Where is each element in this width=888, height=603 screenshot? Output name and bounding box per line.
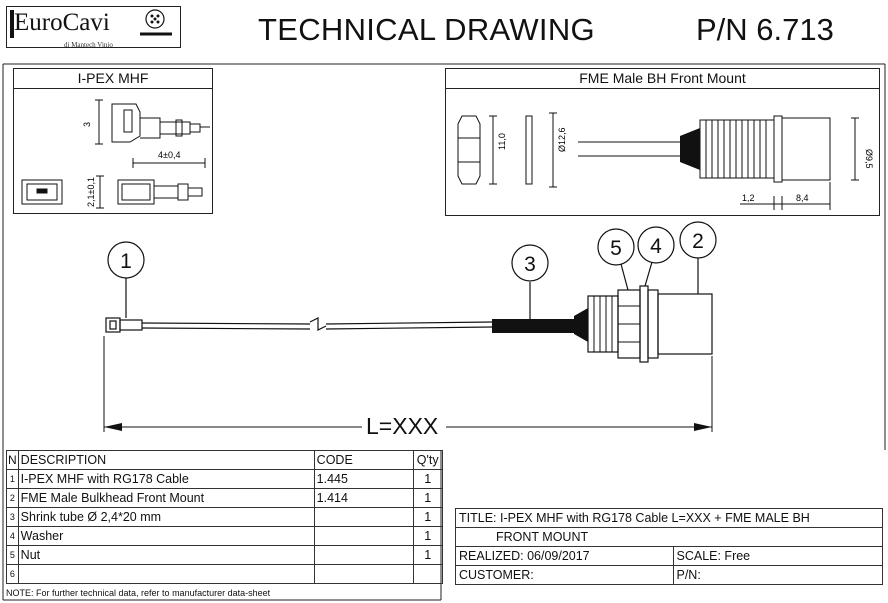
bom-row-description: I-PEX MHF with RG178 Cable [17, 469, 315, 489]
fme-dim-d1: 1,2 [742, 193, 755, 203]
bom-row-qty: 1 [412, 488, 443, 508]
title-block-scale: SCALE: Free [672, 546, 883, 566]
bom-header-code: CODE [313, 450, 414, 470]
bom-row-n: 3 [6, 507, 19, 527]
bom-row-n: 4 [6, 526, 19, 546]
balloon-4: 4 [650, 235, 662, 258]
fme-panel-title: FME Male BH Front Mount [446, 69, 879, 89]
table-row: 6 [6, 564, 443, 584]
ipex-dim-thickness: 2,1±0,1 [86, 177, 96, 207]
bom-header-n: N [6, 450, 19, 470]
title-block-realized: REALIZED: 06/09/2017 [455, 546, 674, 566]
bom-row-qty [412, 564, 443, 584]
ipex-panel-title: I-PEX MHF [14, 69, 212, 89]
table-row: 3 Shrink tube Ø 2,4*20 mm 1 [6, 507, 443, 527]
balloon-5: 5 [610, 237, 622, 260]
balloon-1: 1 [120, 250, 132, 273]
bom-row-code [313, 507, 414, 527]
fme-detail-panel: FME Male BH Front Mount [445, 68, 880, 216]
bom-row-qty: 1 [412, 545, 443, 565]
table-row: 2 FME Male Bulkhead Front Mount 1.414 1 [6, 488, 443, 508]
bom-row-n: 1 [6, 469, 19, 489]
ipex-detail-panel: I-PEX MHF [13, 68, 213, 214]
bom-row-n: 5 [6, 545, 19, 565]
table-row: 5 Nut 1 [6, 545, 443, 565]
bom-header-qty: Q'ty [412, 450, 443, 470]
bom-row-qty: 1 [412, 469, 443, 489]
table-row: 4 Washer 1 [6, 526, 443, 546]
bom-note: NOTE: For further technical data, refer … [6, 588, 271, 598]
bom-row-qty: 1 [412, 526, 443, 546]
balloon-2: 2 [692, 230, 704, 253]
logo-text: EuroCavi [14, 9, 110, 36]
fme-dim-washer: Ø12,6 [557, 127, 567, 152]
title-block-title-cont: FRONT MOUNT [455, 527, 883, 547]
ipex-dim-height: 3 [82, 122, 92, 127]
logo-box [6, 6, 181, 48]
bom-row-code [313, 545, 414, 565]
title-block: TITLE: I-PEX MHF with RG178 Cable L=XXX … [455, 508, 883, 585]
fme-dim-d2: 8,4 [796, 193, 809, 203]
fme-dim-diameter: Ø9,5 [864, 149, 874, 169]
bom-row-code [313, 564, 414, 584]
bom-row-n: 6 [6, 564, 19, 584]
bom-row-description: Shrink tube Ø 2,4*20 mm [17, 507, 315, 527]
bom-row-description: FME Male Bulkhead Front Mount [17, 488, 315, 508]
table-row: 1 I-PEX MHF with RG178 Cable 1.445 1 [6, 469, 443, 489]
bom-row-description: Nut [17, 545, 315, 565]
part-number: P/N 6.713 [696, 12, 834, 47]
title-block-customer: CUSTOMER: [455, 565, 674, 585]
ipex-dim-length: 4±0,4 [158, 150, 180, 160]
bom-row-code: 1.445 [313, 469, 414, 489]
bom-row-code: 1.414 [313, 488, 414, 508]
bom-table: N DESCRIPTION CODE Q'ty 1 I-PEX MHF with… [6, 450, 443, 584]
logo-emblem [10, 9, 172, 38]
bom-header-description: DESCRIPTION [17, 450, 315, 470]
bom-header-row: N DESCRIPTION CODE Q'ty [6, 450, 443, 470]
bom-row-description: Washer [17, 526, 315, 546]
fme-dim-hex: 11,0 [497, 133, 507, 150]
bom-row-description [17, 564, 315, 584]
length-label: L=XXX [366, 413, 439, 439]
title-block-title: TITLE: I-PEX MHF with RG178 Cable L=XXX … [455, 508, 883, 528]
bom-row-n: 2 [6, 488, 19, 508]
page-title: TECHNICAL DRAWING [258, 12, 595, 47]
logo-subtext: di Mantech Vinio [64, 41, 113, 49]
title-block-pn: P/N: [672, 565, 883, 585]
bom-row-qty: 1 [412, 507, 443, 527]
bom-row-code [313, 526, 414, 546]
balloon-3: 3 [524, 253, 536, 276]
